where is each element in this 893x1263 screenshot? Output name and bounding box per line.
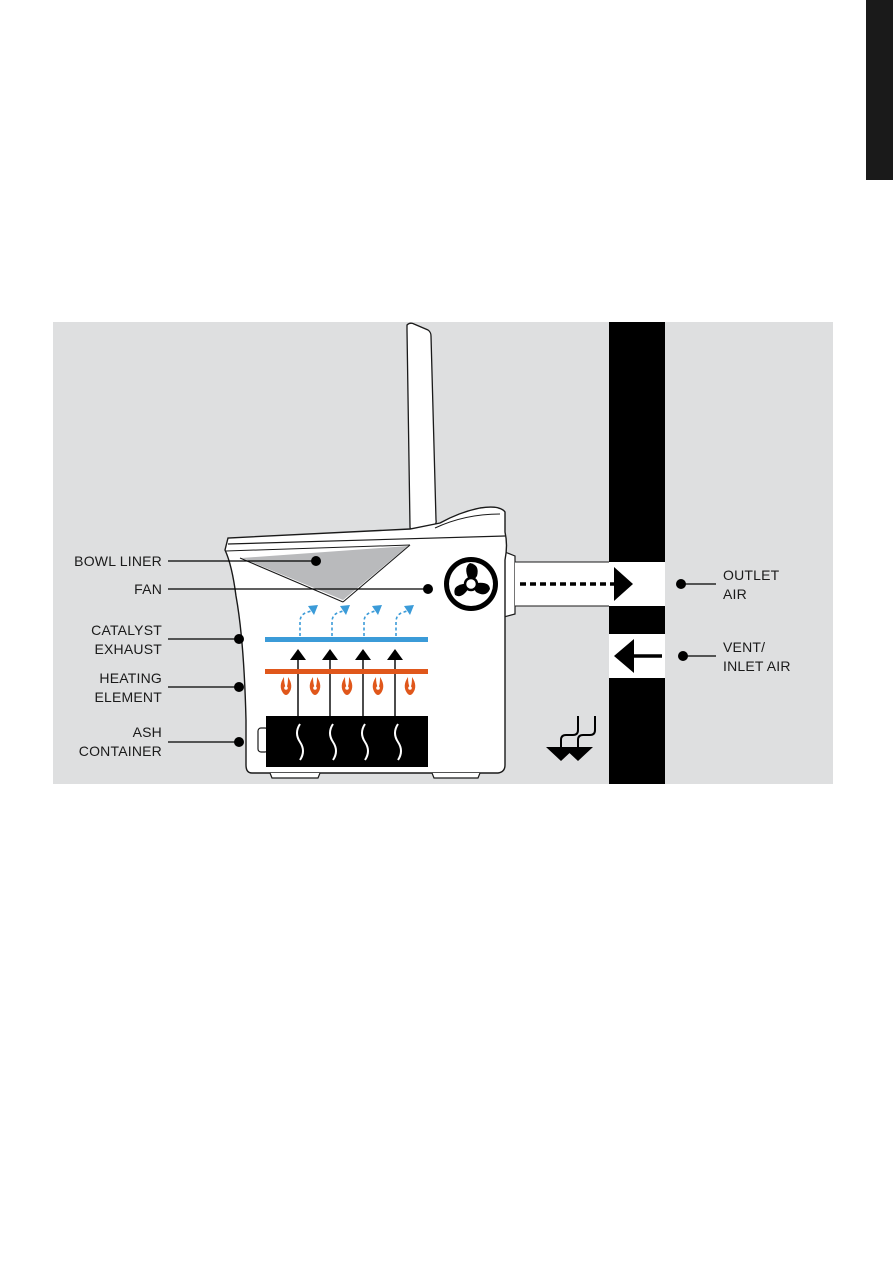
heating-element-bar [265,669,428,674]
label-heating-element: HEATING ELEMENT [40,669,162,707]
toilet-foot-left [269,772,321,779]
label-bowl-liner: BOWL LINER [74,553,162,569]
fan-icon [444,557,498,611]
ground-symbol-icon [546,716,596,761]
catalyst-bar [265,637,428,642]
flame-icon [280,677,416,695]
leader-dots [234,556,688,747]
label-ash-line2: CONTAINER [78,743,162,759]
label-heating-line2: ELEMENT [94,689,162,705]
label-outlet-line2: AIR [723,586,747,602]
label-outlet-line1: OUTLET [723,567,780,583]
toilet-foot-right [431,772,481,779]
label-catalyst-line1: CATALYST [91,622,162,638]
exterior-wall [609,322,665,784]
bowl-liner [242,546,408,600]
toilet-lid [406,322,437,532]
exhaust-flow-arrows [299,609,411,636]
outlet-arrow-icon [520,567,633,601]
label-outlet-air: OUTLET AIR [723,566,833,604]
label-vent-line1: VENT/ [723,639,766,655]
ash-container [266,716,428,767]
label-catalyst-line2: EXHAUST [94,641,162,657]
label-heating-line1: HEATING [99,670,162,686]
inlet-arrow-icon [614,639,662,673]
label-ash-line1: ASH [132,724,162,740]
label-ash-container: ASH CONTAINER [40,723,162,761]
leader-lines [168,560,716,743]
heat-wave-icon [296,723,402,761]
label-vent-inlet-air: VENT/ INLET AIR [723,638,833,676]
label-vent-line2: INLET AIR [723,658,791,674]
page-edge-tab [866,0,893,180]
heat-flow-arrows [297,658,396,716]
label-catalyst-exhaust: CATALYST EXHAUST [40,621,162,659]
label-fan: FAN [134,581,162,597]
